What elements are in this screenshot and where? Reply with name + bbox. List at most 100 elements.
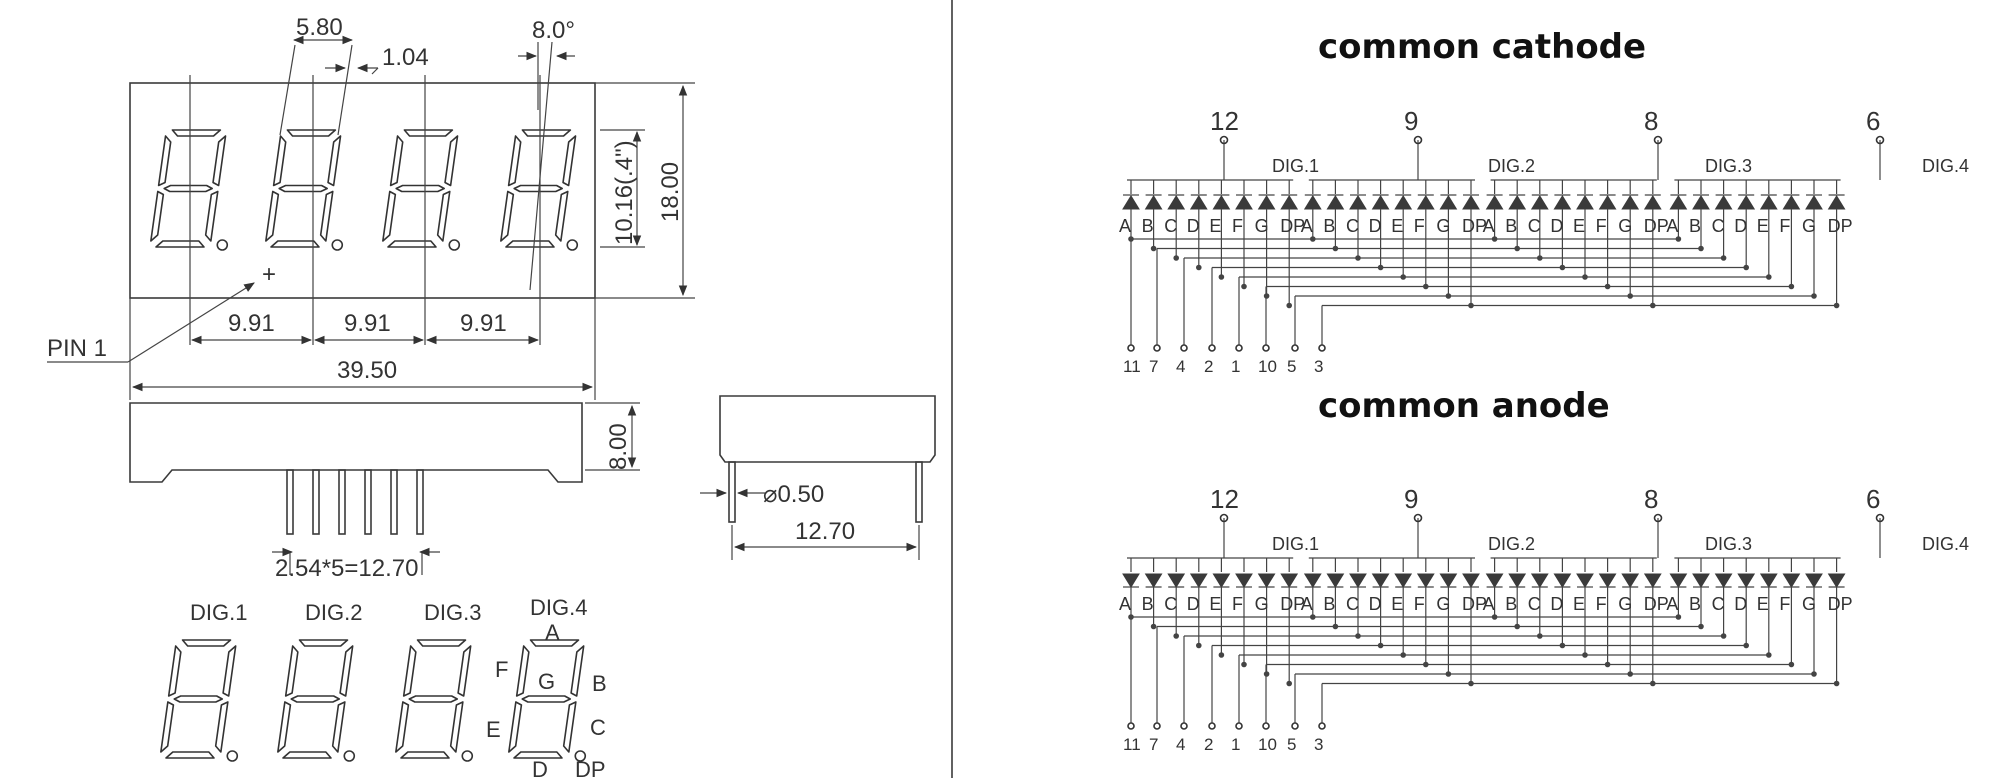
front-body bbox=[129, 402, 583, 483]
segment-label-g: G bbox=[1802, 594, 1816, 614]
segment-label-e: E bbox=[1757, 594, 1769, 614]
segment-label-dp: DP bbox=[575, 757, 606, 778]
dim-side-height: 8.00 bbox=[605, 423, 632, 470]
segment-label-e: E bbox=[486, 717, 501, 742]
segment-label-d: D bbox=[1550, 216, 1563, 236]
segment-label-a: A bbox=[1666, 216, 1678, 236]
segment-label-e: E bbox=[1209, 594, 1221, 614]
segment-label-b: B bbox=[1505, 594, 1517, 614]
bottom-pin-11: 11 bbox=[1123, 357, 1141, 376]
segment-label-dp: DP bbox=[1644, 594, 1669, 614]
bottom-digit-2 bbox=[277, 639, 356, 762]
bottom-pin-10: 10 bbox=[1258, 735, 1277, 754]
bottom-pin-3: 3 bbox=[1314, 357, 1323, 376]
bottom-pin-5: 5 bbox=[1287, 357, 1296, 376]
dim-pin-diameter: ⌀0.50 bbox=[763, 481, 824, 508]
front-view: 2.54*5=12.70 8.00 bbox=[129, 402, 640, 582]
bottom-digit-1 bbox=[160, 639, 239, 762]
common-pin-6: 6 bbox=[1866, 106, 1880, 136]
schematic-digit-label-3: DIG.3 bbox=[1705, 156, 1752, 176]
segment-label-dp: DP bbox=[1828, 594, 1853, 614]
top-digit-1 bbox=[150, 129, 229, 251]
segment-label-d: D bbox=[1550, 594, 1563, 614]
dim-segment-width: 5.80 bbox=[296, 14, 343, 41]
side-body bbox=[719, 395, 936, 463]
bottom-digit-label-2: DIG.2 bbox=[305, 600, 362, 625]
segment-label-b: B bbox=[1142, 216, 1154, 236]
top-digit-4 bbox=[500, 129, 579, 251]
dim-segment-gap: 1.04 bbox=[382, 44, 429, 71]
segment-label-g: G bbox=[1436, 594, 1450, 614]
schematic-digit-label-1: DIG.1 bbox=[1272, 156, 1319, 176]
bottom-pin-10: 10 bbox=[1258, 357, 1277, 376]
segment-label-a: A bbox=[1301, 594, 1313, 614]
schematic-digit-label-4: DIG.4 bbox=[1922, 534, 1969, 554]
bottom-pin-11: 11 bbox=[1123, 735, 1141, 754]
segment-label-a: A bbox=[1483, 216, 1495, 236]
segment-label-g: G bbox=[1802, 216, 1816, 236]
top-digit-3 bbox=[382, 129, 461, 251]
bottom-digit-label-3: DIG.3 bbox=[424, 600, 481, 625]
segment-label-b: B bbox=[592, 671, 607, 696]
segment-label-a: A bbox=[545, 620, 560, 645]
side-view: ⌀0.50 12.70 bbox=[700, 395, 936, 560]
segment-label-dp: DP bbox=[1462, 594, 1487, 614]
segment-label-d: D bbox=[1187, 216, 1200, 236]
common-pin-8: 8 bbox=[1644, 106, 1658, 136]
pin1-marker: + bbox=[262, 261, 276, 288]
pin1-label: PIN 1 bbox=[47, 335, 107, 362]
segment-label-g: G bbox=[1255, 594, 1269, 614]
bottom-pin-1: 1 bbox=[1231, 735, 1240, 754]
segment-label-b: B bbox=[1142, 594, 1154, 614]
segment-label-f: F bbox=[495, 657, 508, 682]
bottom-pin-2: 2 bbox=[1204, 357, 1213, 376]
segment-label-c: C bbox=[1528, 594, 1541, 614]
display-body-outline bbox=[129, 82, 596, 299]
segment-label-f: F bbox=[1596, 594, 1607, 614]
dim-pitch-3: 9.91 bbox=[460, 310, 507, 337]
common-pin-12: 12 bbox=[1210, 484, 1239, 514]
dim-pin-pitch: 2.54*5=12.70 bbox=[275, 555, 418, 582]
segment-label-dp: DP bbox=[1462, 216, 1487, 236]
segment-label-d: D bbox=[532, 757, 548, 778]
bottom-digit-3 bbox=[395, 639, 474, 762]
segment-label-b: B bbox=[1323, 594, 1335, 614]
dim-pitch-2: 9.91 bbox=[344, 310, 391, 337]
segment-label-e: E bbox=[1391, 216, 1403, 236]
dim-slant-angle: 8.0° bbox=[532, 17, 575, 44]
title-common-anode: common anode bbox=[1318, 386, 1610, 426]
segment-label-f: F bbox=[1232, 594, 1243, 614]
segment-label-d: D bbox=[1369, 216, 1382, 236]
segment-label-f: F bbox=[1232, 216, 1243, 236]
common-pin-12: 12 bbox=[1210, 106, 1239, 136]
dim-body-width: 39.50 bbox=[337, 357, 397, 384]
schematic-digit-label-1: DIG.1 bbox=[1272, 534, 1319, 554]
segment-label-a: A bbox=[1483, 594, 1495, 614]
schematic-digit-label-3: DIG.3 bbox=[1705, 534, 1752, 554]
segment-label-a: A bbox=[1666, 594, 1678, 614]
bottom-digit-4 bbox=[508, 639, 587, 762]
bottom-pin-4: 4 bbox=[1176, 735, 1185, 754]
segment-label-f: F bbox=[1414, 216, 1425, 236]
segment-label-d: D bbox=[1369, 594, 1382, 614]
bottom-pin-3: 3 bbox=[1314, 735, 1323, 754]
dim-pitch-1: 9.91 bbox=[228, 310, 275, 337]
top-view: 5.80 1.04 8.0° 10.16(.4") 18.00 9.91 9.9… bbox=[47, 14, 695, 400]
segment-label-c: C bbox=[1712, 216, 1725, 236]
segment-label-b: B bbox=[1505, 216, 1517, 236]
segment-label-a: A bbox=[1119, 216, 1131, 236]
title-common-cathode: common cathode bbox=[1318, 27, 1646, 67]
segment-label-d: D bbox=[1734, 594, 1747, 614]
bottom-pin-4: 4 bbox=[1176, 357, 1185, 376]
segment-label-g: G bbox=[1618, 594, 1632, 614]
common-pin-8: 8 bbox=[1644, 484, 1658, 514]
segment-label-d: D bbox=[1187, 594, 1200, 614]
segment-label-b: B bbox=[1689, 216, 1701, 236]
segment-label-g: G bbox=[538, 669, 555, 694]
segment-label-e: E bbox=[1573, 216, 1585, 236]
segment-identification: DIG.1 DIG.2 DIG.3 DIG.4 A B C D E F G DP bbox=[160, 595, 607, 778]
